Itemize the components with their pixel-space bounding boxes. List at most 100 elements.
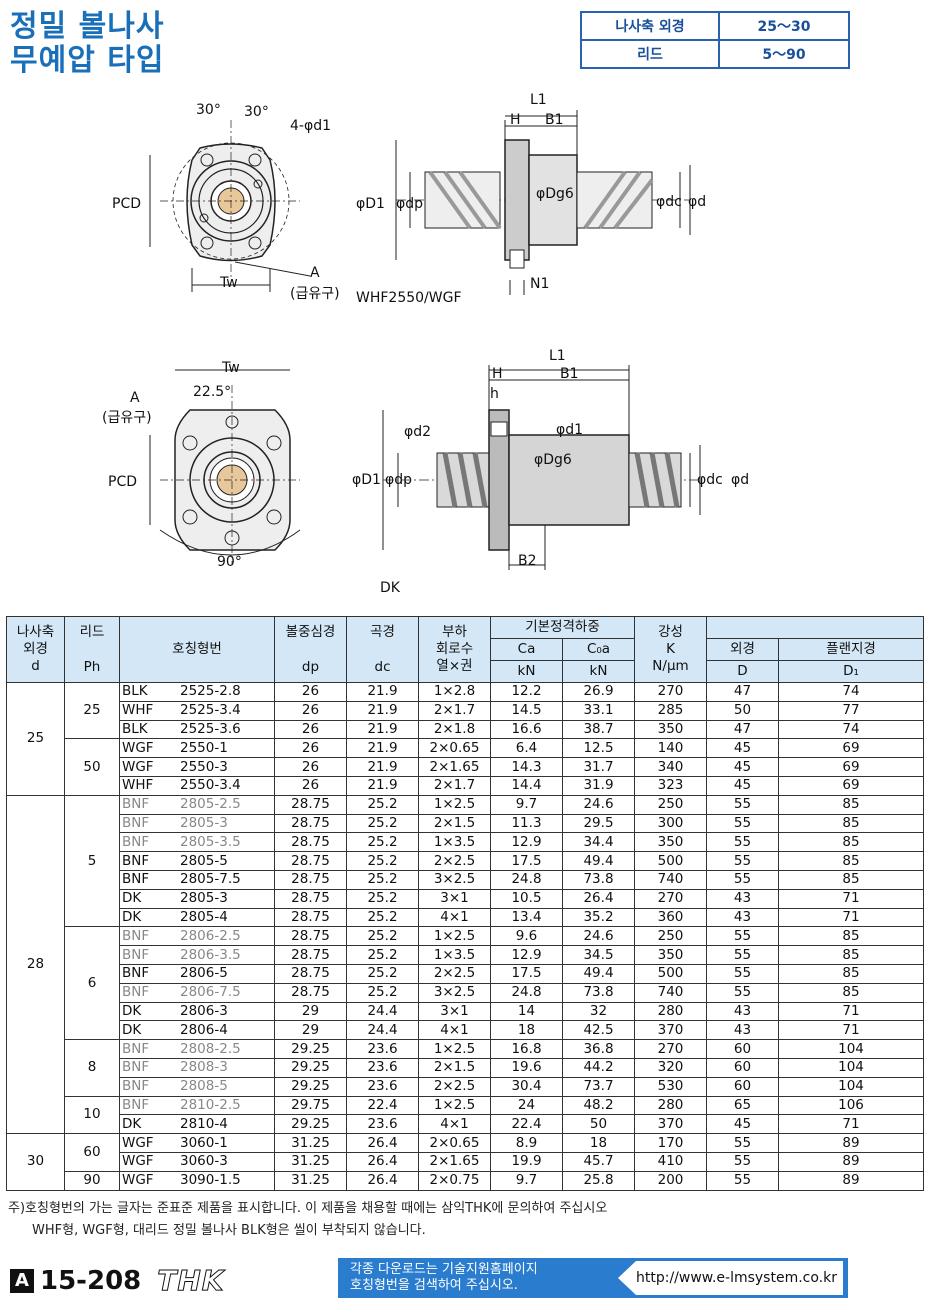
- cell-c0a: 49.4: [562, 851, 635, 871]
- page-number: 15-208: [40, 1265, 142, 1296]
- cell-d1: 89: [778, 1133, 924, 1153]
- cell-d1: 71: [778, 888, 924, 909]
- cell-c0a: 42.5: [562, 1020, 635, 1041]
- label-l1-top: L1: [530, 92, 547, 108]
- cell-lead: 5: [64, 794, 120, 928]
- cell-dc: 21.9: [346, 682, 419, 702]
- cell-d: 43: [706, 1001, 779, 1022]
- cell-d: 55: [706, 1170, 779, 1191]
- cell-lead: 25: [64, 681, 120, 740]
- cell-d1: 74: [778, 682, 924, 702]
- header-outer: 외경: [706, 638, 779, 661]
- cell-circ: 1×3.5: [418, 832, 491, 853]
- cell-d: 55: [706, 926, 779, 947]
- cell-k: 500: [634, 963, 707, 984]
- website-link[interactable]: http://www.e-lmsystem.co.kr: [618, 1261, 843, 1295]
- cell-d: 43: [706, 1020, 779, 1041]
- cell-d1: 85: [778, 813, 924, 834]
- cell-d1: 104: [778, 1076, 924, 1097]
- cell-k: 530: [634, 1076, 707, 1097]
- cell-dp: 31.25: [274, 1151, 347, 1172]
- cell-ca: 16.8: [490, 1039, 563, 1059]
- cell-ca: 12.9: [490, 945, 563, 965]
- bottom-flange-front-view: [149, 369, 301, 565]
- cell-d1: 85: [778, 963, 924, 984]
- cell-ca: 24.8: [490, 982, 563, 1003]
- model-type: BNF: [122, 871, 150, 888]
- cell-ca: 14.5: [490, 700, 563, 721]
- model-code: 2550-1: [180, 739, 228, 756]
- cell-d: 45: [706, 1114, 779, 1135]
- model-code: 2806-2.5: [180, 927, 241, 944]
- cell-d1: 104: [778, 1039, 924, 1059]
- label-tw-bottom: Tw: [221, 360, 240, 376]
- cell-dp: 29.75: [274, 1095, 347, 1116]
- label-a-top: A: [310, 265, 320, 281]
- cell-k: 285: [634, 700, 707, 721]
- cell-circ: 4×1: [418, 907, 491, 928]
- cell-circ: 1×2.5: [418, 1039, 491, 1059]
- label-d2: φd2: [404, 424, 431, 440]
- cell-ca: 9.6: [490, 926, 563, 947]
- model-type: BNF: [122, 796, 150, 813]
- cell-k: 323: [634, 775, 707, 796]
- label-h-small: h: [490, 386, 499, 402]
- cell-d: 43: [706, 907, 779, 928]
- cell-dp: 29: [274, 1001, 347, 1022]
- cell-circ: 2×1.7: [418, 775, 491, 796]
- cell-c0a: 31.7: [562, 757, 635, 777]
- cell-dc: 26.4: [346, 1133, 419, 1153]
- cell-d1: 85: [778, 945, 924, 965]
- technical-drawings: 30° 30° 4-φd1 PCD Tw A (급유구) WHF2550/WGF…: [102, 92, 749, 596]
- label-dp-top: φdp: [396, 196, 423, 212]
- cell-dp: 28.75: [274, 832, 347, 853]
- cell-dc: 24.4: [346, 1001, 419, 1022]
- cell-ca: 11.3: [490, 813, 563, 834]
- label-dc-bottom: φdc: [697, 472, 723, 488]
- label-d1-top: φD1: [356, 196, 385, 212]
- cell-c0a: 26.4: [562, 888, 635, 909]
- cell-dp: 31.25: [274, 1170, 347, 1191]
- model-code: 2525-2.8: [180, 683, 241, 700]
- cell-c0a: 18: [562, 1133, 635, 1153]
- model-code: 2805-3: [180, 814, 228, 831]
- cell-d: 55: [706, 1133, 779, 1153]
- model-type: BLK: [122, 720, 148, 737]
- cell-d1: 104: [778, 1057, 924, 1078]
- page-title: 정밀 볼나사 무예압 타입: [10, 10, 164, 78]
- cell-d: 55: [706, 869, 779, 890]
- model-type: BLK: [122, 683, 148, 700]
- model-type: BNF: [122, 1078, 150, 1095]
- label-a-sub-bottom: (급유구): [102, 410, 152, 426]
- cell-d: 55: [706, 832, 779, 853]
- cell-circ: 2×1.5: [418, 813, 491, 834]
- label-angle90: 90°: [217, 554, 242, 570]
- label-dp-bottom: φdp: [385, 472, 412, 488]
- cell-ca: 14.3: [490, 757, 563, 777]
- model-type: WGF: [122, 1134, 154, 1151]
- cell-dc: 24.4: [346, 1020, 419, 1041]
- cell-circ: 1×2.5: [418, 1095, 491, 1116]
- cell-circ: 2×1.5: [418, 1057, 491, 1078]
- cell-ca: 6.4: [490, 738, 563, 759]
- cell-circ: 2×1.8: [418, 719, 491, 740]
- cell-d1: 85: [778, 832, 924, 853]
- cell-circ: 4×1: [418, 1114, 491, 1135]
- label-pcd-bottom: PCD: [108, 474, 137, 490]
- cell-d1: 69: [778, 757, 924, 777]
- model-type: BNF: [122, 1059, 150, 1076]
